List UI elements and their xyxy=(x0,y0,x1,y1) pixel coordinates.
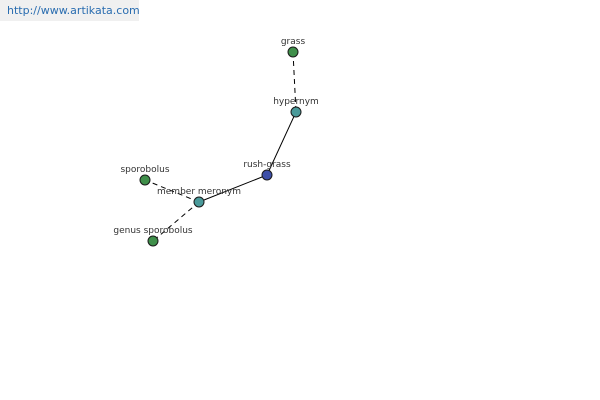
node-grass[interactable] xyxy=(287,46,299,58)
node-label-grass: grass xyxy=(281,37,306,47)
node-label-genus-sporobolus: genus sporobolus xyxy=(113,226,193,236)
node-genus-sporobolus[interactable] xyxy=(147,235,159,247)
node-label-hypernym: hypernym xyxy=(273,97,319,107)
node-member-meronym[interactable] xyxy=(193,196,205,208)
graph-edges xyxy=(144,51,297,242)
graph-nodes: grass hypernym rush-grass member meronym spo… xyxy=(113,37,319,247)
edge-hypernym-rush-grass xyxy=(266,111,297,176)
node-hypernym[interactable] xyxy=(290,106,302,118)
source-url[interactable]: http://www.artikata.com xyxy=(0,0,140,21)
edge-member-meronym-genus-sporobolus xyxy=(152,201,200,242)
node-label-sporobolus: sporobolus xyxy=(120,165,169,175)
node-sporobolus[interactable] xyxy=(139,174,151,186)
edge-rush-grass-member-meronym xyxy=(198,174,268,203)
node-label-member-meronym: member meronym xyxy=(157,187,241,197)
edge-grass-hypernym xyxy=(292,51,297,113)
node-rush-grass[interactable] xyxy=(261,169,273,181)
edge-member-meronym-sporobolus xyxy=(144,179,200,203)
node-label-rush-grass: rush-grass xyxy=(243,160,291,170)
